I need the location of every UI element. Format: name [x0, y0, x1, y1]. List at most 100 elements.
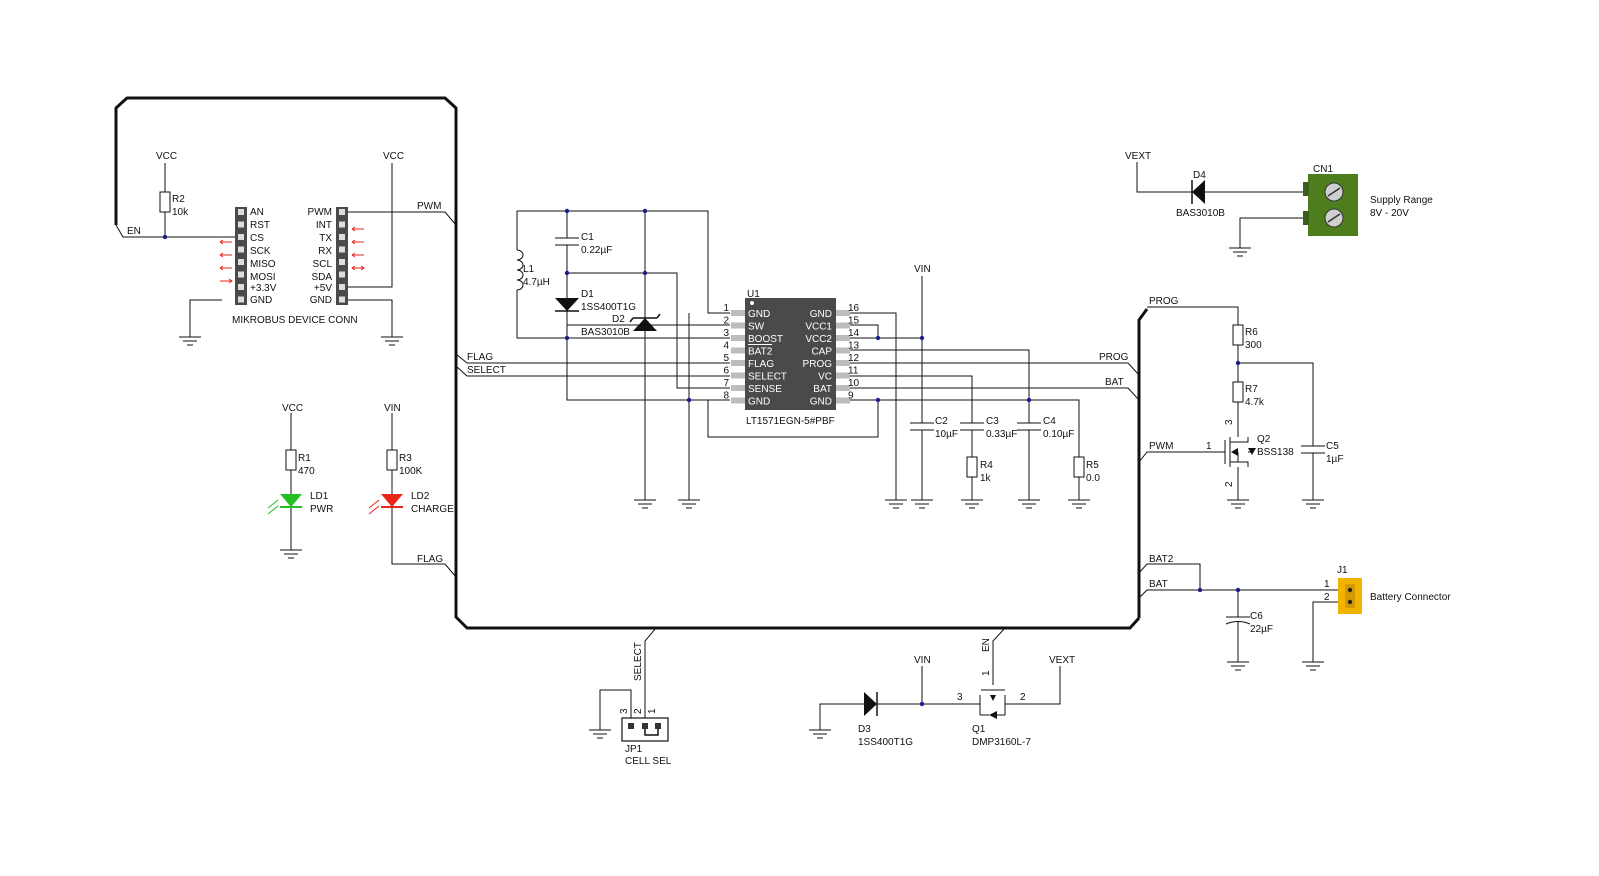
ground-icon — [1227, 499, 1249, 509]
q1-pin-1: 1 — [981, 670, 992, 676]
jp1-ref: JP1 — [625, 744, 643, 755]
mb-left-pin-dot — [238, 296, 244, 303]
c1-ref: C1 — [581, 232, 594, 243]
mb-left-pin-dot — [238, 259, 244, 265]
d2-ref: D2 — [612, 314, 625, 325]
select-net-label-jp1: SELECT — [633, 642, 644, 681]
ic-left-pin-name: SENSE — [748, 384, 782, 395]
charger-ic: U1 LT1571EGN-5#PBF 1GND2SW3BOOST4BAT25FL… — [723, 289, 859, 427]
pwm-net-label: PWM — [417, 201, 441, 212]
ic-right-pin-name: VCC1 — [805, 322, 832, 333]
jp1-label: CELL SEL — [625, 756, 672, 767]
l1-c1-d1-d2-circuit: L1 4.7µH C1 0.22µF D1 1SS400T1G D2 BAS30… — [516, 208, 879, 500]
pwm-net-label-q2: PWM — [1149, 441, 1173, 452]
ground-icon — [809, 729, 831, 739]
r5-ref: R5 — [1086, 460, 1099, 471]
mb-left-pin-dot — [238, 234, 244, 240]
ic-right-pin-stub — [836, 310, 850, 316]
ic-right-pin-stub — [836, 347, 850, 354]
ground-icon — [885, 499, 907, 509]
ic-left-pin-stub — [731, 360, 745, 366]
flag-net-label-ld2: FLAG — [417, 554, 443, 565]
ic-right-pin-name: GND — [810, 397, 832, 408]
mb-left-pin-dot — [238, 246, 244, 253]
u1-part: LT1571EGN-5#PBF — [746, 416, 835, 427]
prog-q2-circuit: PROG PWM R6 300 R7 4.7k Q2 BSS138 C5 1µF… — [1138, 296, 1343, 500]
c3-value: 0.33µF — [986, 429, 1017, 440]
select-net-label: SELECT — [467, 365, 506, 376]
c4-ref: C4 — [1043, 416, 1056, 427]
ic-right-pin-name: VC — [818, 372, 832, 383]
ic-left-pin-num: 6 — [723, 366, 729, 377]
ic-left-pin-num: 8 — [723, 391, 729, 402]
d3-q1-circuit: VIN VEXT EN 1 3 2 D3 1SS400T1G Q1 DMP316… — [819, 627, 1075, 748]
ic-right-pin-stub — [836, 322, 850, 329]
mb-left-pin-7: +3.3V — [250, 283, 277, 294]
mb-right-pin-8: GND — [310, 295, 332, 306]
ic-left-pin-name: GND — [748, 309, 770, 320]
c3-ref: C3 — [986, 416, 999, 427]
mb-right-pin-dot — [339, 221, 345, 228]
mb-left-pin-dot — [238, 221, 244, 228]
d1-diode-icon — [555, 298, 579, 311]
d1-ref: D1 — [581, 289, 594, 300]
jp1-pin-2: 2 — [633, 708, 644, 714]
ground-icon — [961, 499, 983, 509]
flag-net-label: FLAG — [467, 352, 493, 363]
ground-icon — [678, 499, 700, 509]
q2-pin-1: 1 — [1206, 441, 1212, 452]
battery-circuit: BAT2 BAT C6 22µF J1 Battery Connector 1 … — [1138, 554, 1451, 662]
supply-input: VEXT D4 BAS3010B CN1 Supply Range 8V - 2… — [1125, 151, 1433, 248]
q2-ref: Q2 — [1257, 434, 1271, 445]
ground-icon — [1068, 499, 1090, 509]
l1-inductor — [516, 249, 524, 291]
ic-right-pin-stub — [836, 385, 850, 391]
ground-icon — [1229, 247, 1251, 257]
mb-right-pin-dot — [339, 234, 345, 240]
ld2-led-icon — [381, 494, 403, 507]
ic-left-pin-stub — [731, 385, 745, 391]
d3-ref: D3 — [858, 724, 871, 735]
ic-right-pin-num: 15 — [848, 316, 860, 327]
ic-left-pin-num: 7 — [723, 378, 729, 389]
j1-pin-1: 1 — [1324, 579, 1330, 590]
vin-label-r3: VIN — [384, 403, 401, 414]
mb-right-pin-dot — [339, 271, 345, 278]
mb-left-pin-6: MOSI — [250, 272, 276, 283]
c6-ref: C6 — [1250, 611, 1263, 622]
mb-left-pin-dot — [238, 284, 244, 290]
mikrobus-left-header — [235, 207, 247, 305]
mikrobus-title: MIKROBUS DEVICE CONN — [232, 315, 358, 326]
mb-right-pin-dot — [339, 209, 345, 215]
r4-value: 1k — [980, 473, 992, 484]
d2-value: BAS3010B — [581, 327, 630, 338]
r5-value: 0.0 — [1086, 473, 1100, 484]
ground-icon — [589, 729, 611, 739]
l1-value: 4.7µH — [523, 277, 550, 288]
r2-ref: R2 — [172, 194, 185, 205]
mb-left-pin-dot — [238, 271, 244, 278]
mb-right-pin-1: PWM — [308, 207, 332, 218]
ic-left-pin-num: 3 — [723, 328, 729, 339]
mb-right-pin-3: TX — [319, 233, 332, 244]
mb-left-pin-2: RST — [250, 220, 270, 231]
mb-right-pin-6: SDA — [311, 272, 332, 283]
ic-right-pin-stub — [836, 360, 850, 366]
ic-right-pin-num: 11 — [848, 366, 859, 377]
ic-left-pin-name: SELECT — [748, 372, 787, 383]
r7-ref: R7 — [1245, 384, 1258, 395]
c2-ref: C2 — [935, 416, 948, 427]
ic-left-pin-num: 4 — [723, 341, 729, 352]
ic-left-pin-num: 2 — [723, 316, 729, 327]
c1-value: 0.22µF — [581, 245, 612, 256]
r2-value: 10k — [172, 207, 189, 218]
q2-value: BSS138 — [1257, 447, 1294, 458]
prog-net-label: PROG — [1149, 296, 1179, 307]
u1-body — [745, 298, 836, 410]
cn1-label-range: Supply Range — [1370, 195, 1433, 206]
ic-right-pin-name: BAT — [813, 384, 832, 395]
d3-value: 1SS400T1G — [858, 737, 913, 748]
mb-right-pin-dot — [339, 284, 345, 290]
en-net-label: EN — [127, 226, 141, 237]
